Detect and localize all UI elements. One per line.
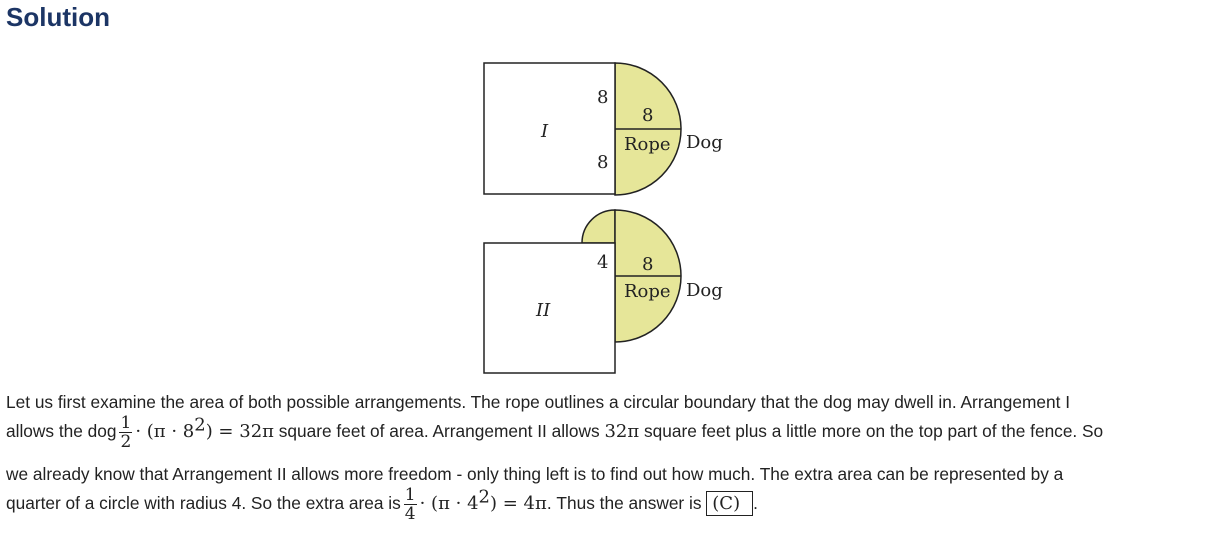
radius-label: 8 — [642, 254, 653, 275]
arrangement-diagrams: I 8 8 8 Rope Dog II 4 8 Rope Dog — [483, 62, 723, 374]
answer-box: (C) — [706, 491, 754, 517]
fence-square — [483, 242, 616, 374]
solution-heading: Solution — [6, 2, 110, 32]
quarter-circle-region — [581, 209, 616, 244]
paragraph-line: quarter of a circle with radius 4. So th… — [6, 485, 758, 524]
side-label: 4 — [597, 252, 608, 273]
dog-label: Dog — [686, 132, 723, 153]
fence-square — [483, 62, 616, 195]
rope-label: Rope — [624, 281, 671, 302]
label-ii: II — [535, 300, 551, 321]
paragraph-line: we already know that Arrangement II allo… — [6, 464, 1064, 484]
diagram-arrangement-1: I 8 8 8 Rope Dog — [483, 62, 723, 196]
side-label: 8 — [597, 152, 608, 173]
paragraph-line: Let us first examine the area of both po… — [6, 392, 1071, 412]
label-i: I — [540, 121, 549, 142]
side-label: 8 — [597, 87, 608, 108]
diagram-arrangement-2: II 4 8 Rope Dog — [483, 209, 723, 374]
rope-label: Rope — [624, 134, 671, 155]
dog-label: Dog — [686, 280, 723, 301]
radius-label: 8 — [642, 105, 653, 126]
